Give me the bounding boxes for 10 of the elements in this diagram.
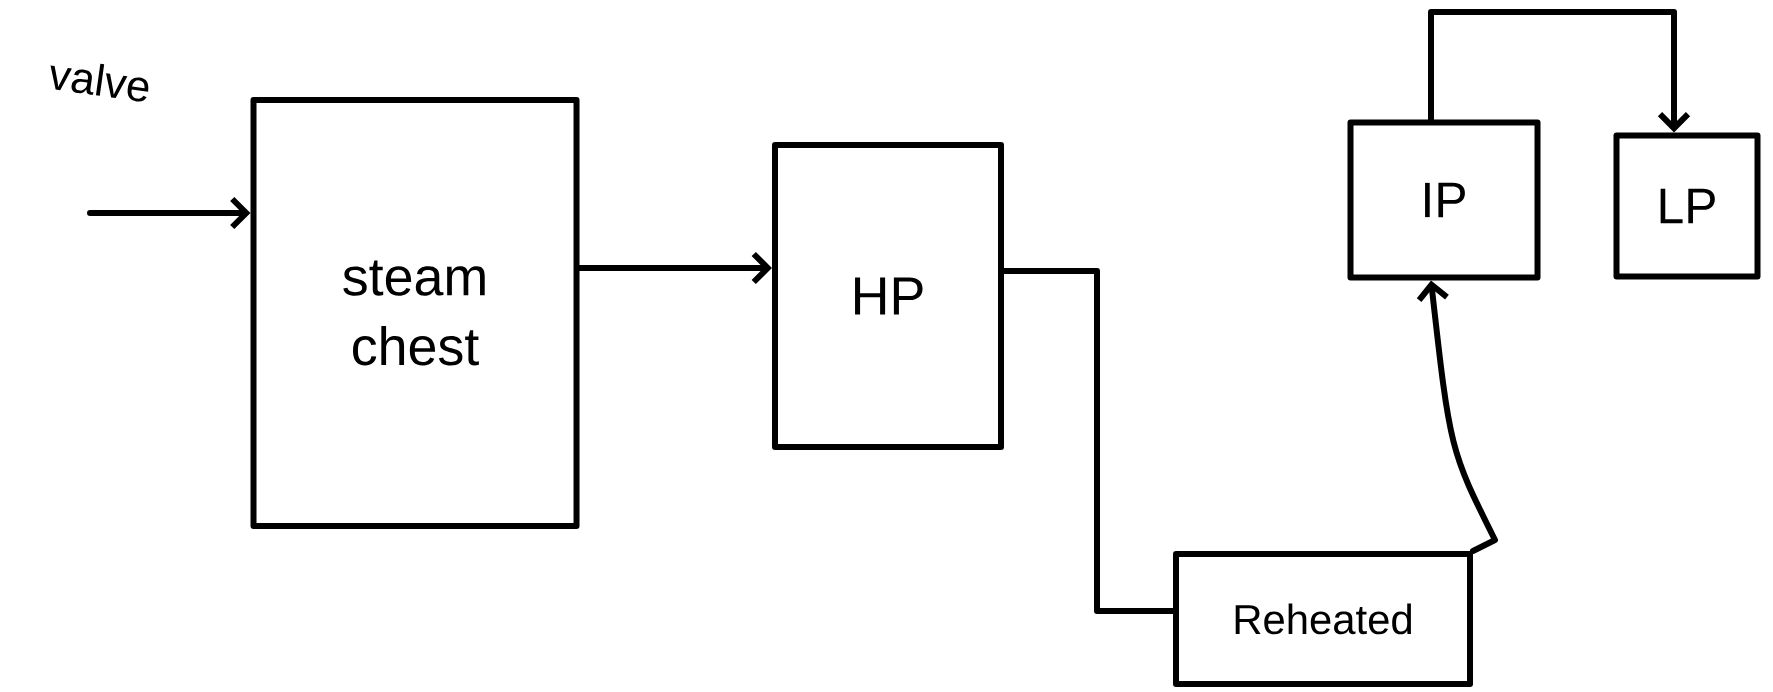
process-box: HP bbox=[772, 142, 1004, 450]
process-box: steam chest bbox=[250, 97, 580, 529]
process-box: IP bbox=[1347, 119, 1541, 281]
arrow bbox=[87, 196, 251, 230]
arrow bbox=[1428, 9, 1691, 133]
arrow bbox=[1416, 280, 1498, 554]
edge-label: valve bbox=[50, 63, 149, 102]
process-box: LP bbox=[1613, 132, 1761, 280]
arrow bbox=[576, 251, 772, 285]
process-box: Reheated bbox=[1173, 551, 1473, 687]
